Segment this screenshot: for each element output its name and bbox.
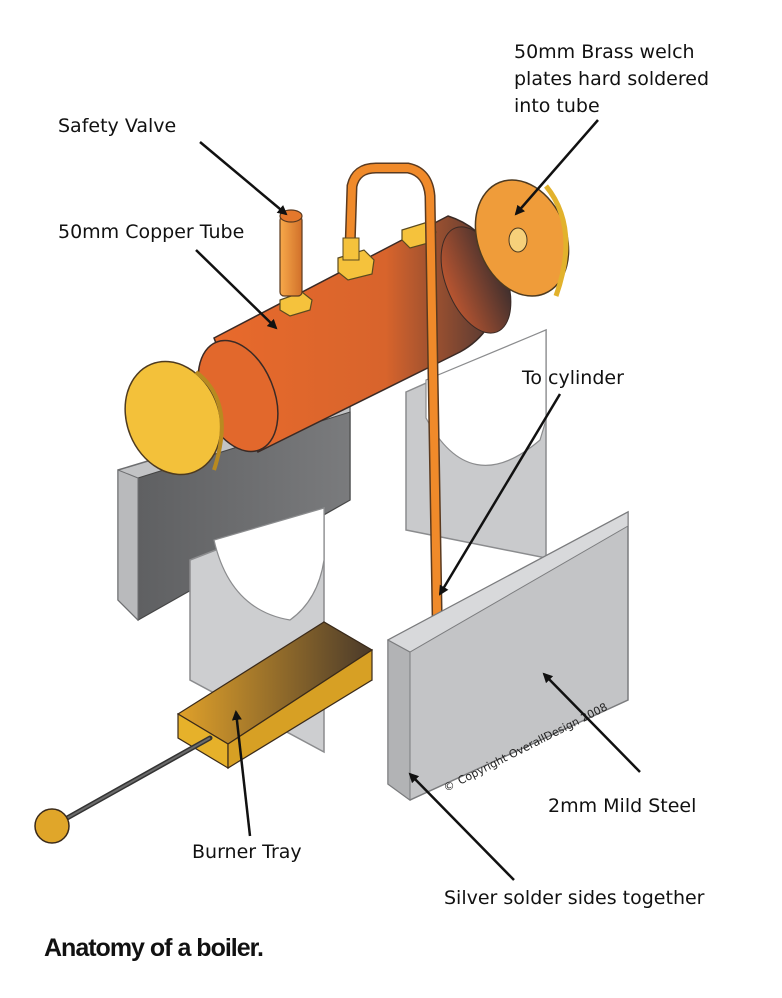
burner-handle	[34, 735, 213, 844]
front-right-steel-side-panel	[386, 510, 629, 801]
label-welch-plates-line2: plates hard soldered	[514, 68, 709, 90]
arrow-copper-tube	[195, 249, 278, 330]
label-welch-plates-line3: into tube	[514, 95, 600, 117]
label-mild-steel: 2mm Mild Steel	[548, 795, 696, 817]
arrow-silver-solder	[408, 772, 515, 881]
label-welch-plates-line1: 50mm Brass welch	[514, 41, 695, 63]
label-silver-solder: Silver solder sides together	[444, 887, 705, 909]
copyright-symbol: ©	[441, 778, 457, 795]
left-brass-welch-plate	[124, 360, 224, 476]
arrow-to-cylinder	[438, 393, 562, 596]
arrow-welch-plates	[514, 119, 599, 216]
arrow-safety-valve	[199, 141, 288, 216]
back-right-saddle-plate	[405, 328, 547, 559]
arrow-burner-tray	[231, 710, 252, 837]
right-brass-welch-plate	[474, 179, 570, 297]
steam-pipe	[342, 162, 444, 674]
label-copper-tube: 50mm Copper Tube	[58, 221, 244, 243]
label-burner-tray: Burner Tray	[192, 841, 302, 863]
leader-arrows	[195, 119, 641, 881]
label-to-cylinder: To cylinder	[521, 367, 624, 389]
safety-valve	[279, 209, 303, 297]
label-safety-valve: Safety Valve	[58, 115, 176, 137]
figure-caption: Anatomy of a boiler.	[44, 934, 264, 962]
arrow-mild-steel	[542, 672, 641, 773]
